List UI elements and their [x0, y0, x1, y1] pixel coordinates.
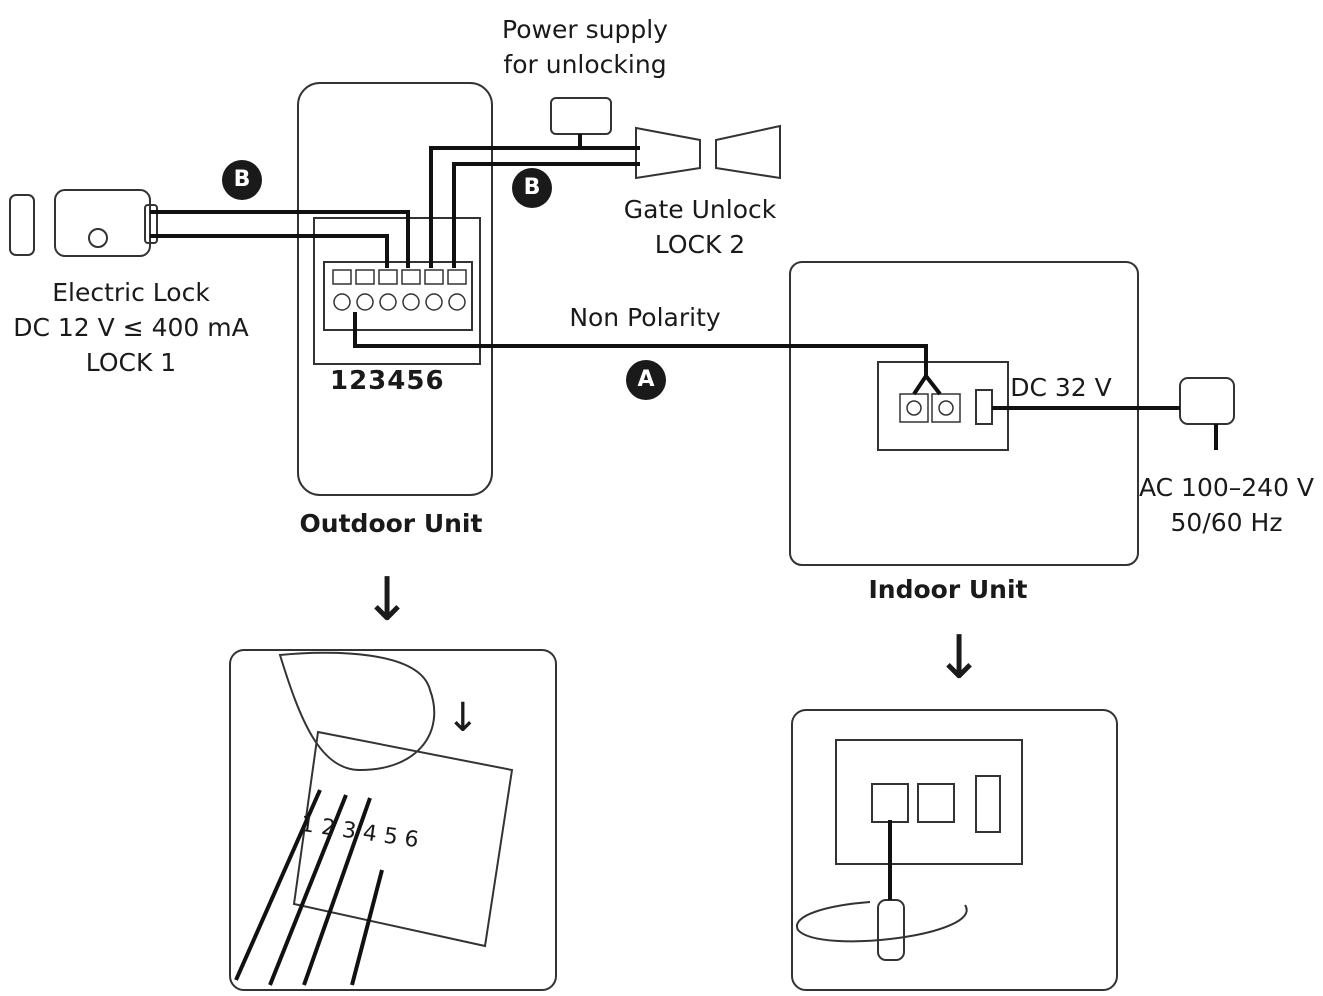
detail-num-4: 4	[361, 820, 379, 848]
detail-finger	[278, 651, 436, 772]
lock1-wire-b	[150, 234, 389, 268]
indoor-unit-body	[789, 261, 1139, 566]
indoor-power-socket	[975, 389, 993, 425]
power-supply-line1: Power supply	[502, 15, 668, 44]
indoor-detail-socket-2	[917, 783, 955, 823]
outdoor-terminal-numbers: 123456	[330, 366, 445, 396]
gate-coil-left	[635, 126, 701, 180]
outdoor-screw-3	[379, 293, 397, 311]
detail-num-3: 3	[340, 817, 358, 845]
gate-wire-a	[429, 146, 640, 268]
gate-lock-line2: LOCK 2	[654, 230, 746, 259]
outdoor-square-5	[424, 269, 444, 285]
non-polarity-label: Non Polarity	[569, 303, 721, 332]
adapter-line1: AC 100–240 V	[1138, 473, 1315, 502]
detail-num-2: 2	[319, 814, 337, 842]
indoor-detail-power	[975, 775, 1001, 833]
outdoor-unit-body	[297, 82, 493, 496]
adapter-line2: 50/60 Hz	[1170, 508, 1283, 537]
detail-num-5: 5	[382, 823, 400, 851]
badge-b-lock1: B	[222, 160, 262, 200]
detail-terminal-block	[292, 730, 514, 948]
outdoor-square-2	[355, 269, 375, 285]
screwdriver-handle	[877, 899, 905, 961]
electric-lock-end	[144, 204, 158, 244]
dc-voltage-label: DC 32 V	[1010, 373, 1112, 402]
outdoor-screw-4	[402, 293, 420, 311]
bus-wire-b	[924, 374, 942, 396]
indoor-unit-label: Indoor Unit	[868, 575, 1028, 604]
outdoor-square-1	[332, 269, 352, 285]
indoor-detail-socket-1	[871, 783, 909, 823]
indoor-socket-screw-2	[938, 400, 954, 416]
power-supply-label: Power supply for unlocking	[480, 12, 690, 82]
outdoor-square-3	[378, 269, 398, 285]
indoor-detail-box	[791, 709, 1118, 991]
electric-lock-body	[54, 189, 151, 257]
electric-lock-label: Electric Lock DC 12 V ≤ 400 mA LOCK 1	[0, 275, 262, 380]
outdoor-screw-5	[425, 293, 443, 311]
rotation-arrow	[796, 901, 968, 943]
lock1-wire-a	[150, 210, 410, 268]
gate-coil-right	[715, 124, 781, 180]
outdoor-unit-label: Outdoor Unit	[299, 509, 483, 538]
outdoor-detail-box	[229, 649, 557, 991]
electric-lock-cap	[9, 194, 35, 256]
bus-wire-a	[353, 312, 928, 396]
badge-b-gate: B	[512, 168, 552, 208]
gate-lock-line1: Gate Unlock	[623, 195, 777, 224]
detail-wire-1	[234, 789, 322, 981]
gate-wire-b	[452, 162, 640, 268]
detail-wire-2	[268, 794, 348, 986]
outdoor-square-4	[401, 269, 421, 285]
power-adapter-body	[1179, 377, 1235, 425]
badge-a-bus: A	[626, 360, 666, 400]
indoor-socket-screw-1	[906, 400, 922, 416]
indoor-detail-plate	[835, 739, 1023, 865]
electric-lock-keyhole	[88, 228, 108, 248]
outdoor-screw-1	[333, 293, 351, 311]
outdoor-screw-6	[448, 293, 466, 311]
electric-lock-line2: DC 12 V ≤ 400 mA	[13, 313, 249, 342]
outdoor-square-6	[447, 269, 467, 285]
adapter-label: AC 100–240 V 50/60 Hz	[1130, 470, 1323, 540]
detail-wire-4	[350, 869, 384, 986]
electric-lock-line3: LOCK 1	[85, 348, 177, 377]
gate-lock-label: Gate Unlock LOCK 2	[605, 192, 795, 262]
detail-wire-3	[302, 797, 372, 986]
electric-lock-line1: Electric Lock	[52, 278, 210, 307]
power-supply-box	[550, 97, 612, 135]
outdoor-terminal-block	[323, 261, 473, 331]
power-supply-line2: for unlocking	[503, 50, 667, 79]
detail-num-1: 1	[298, 811, 317, 839]
outdoor-screw-2	[356, 293, 374, 311]
outdoor-terminal-panel	[313, 217, 481, 365]
outdoor-down-arrow-icon: ↓	[362, 565, 413, 635]
indoor-down-arrow-icon: ↓	[934, 623, 985, 693]
detail-press-arrow-icon: ↓	[446, 695, 480, 741]
